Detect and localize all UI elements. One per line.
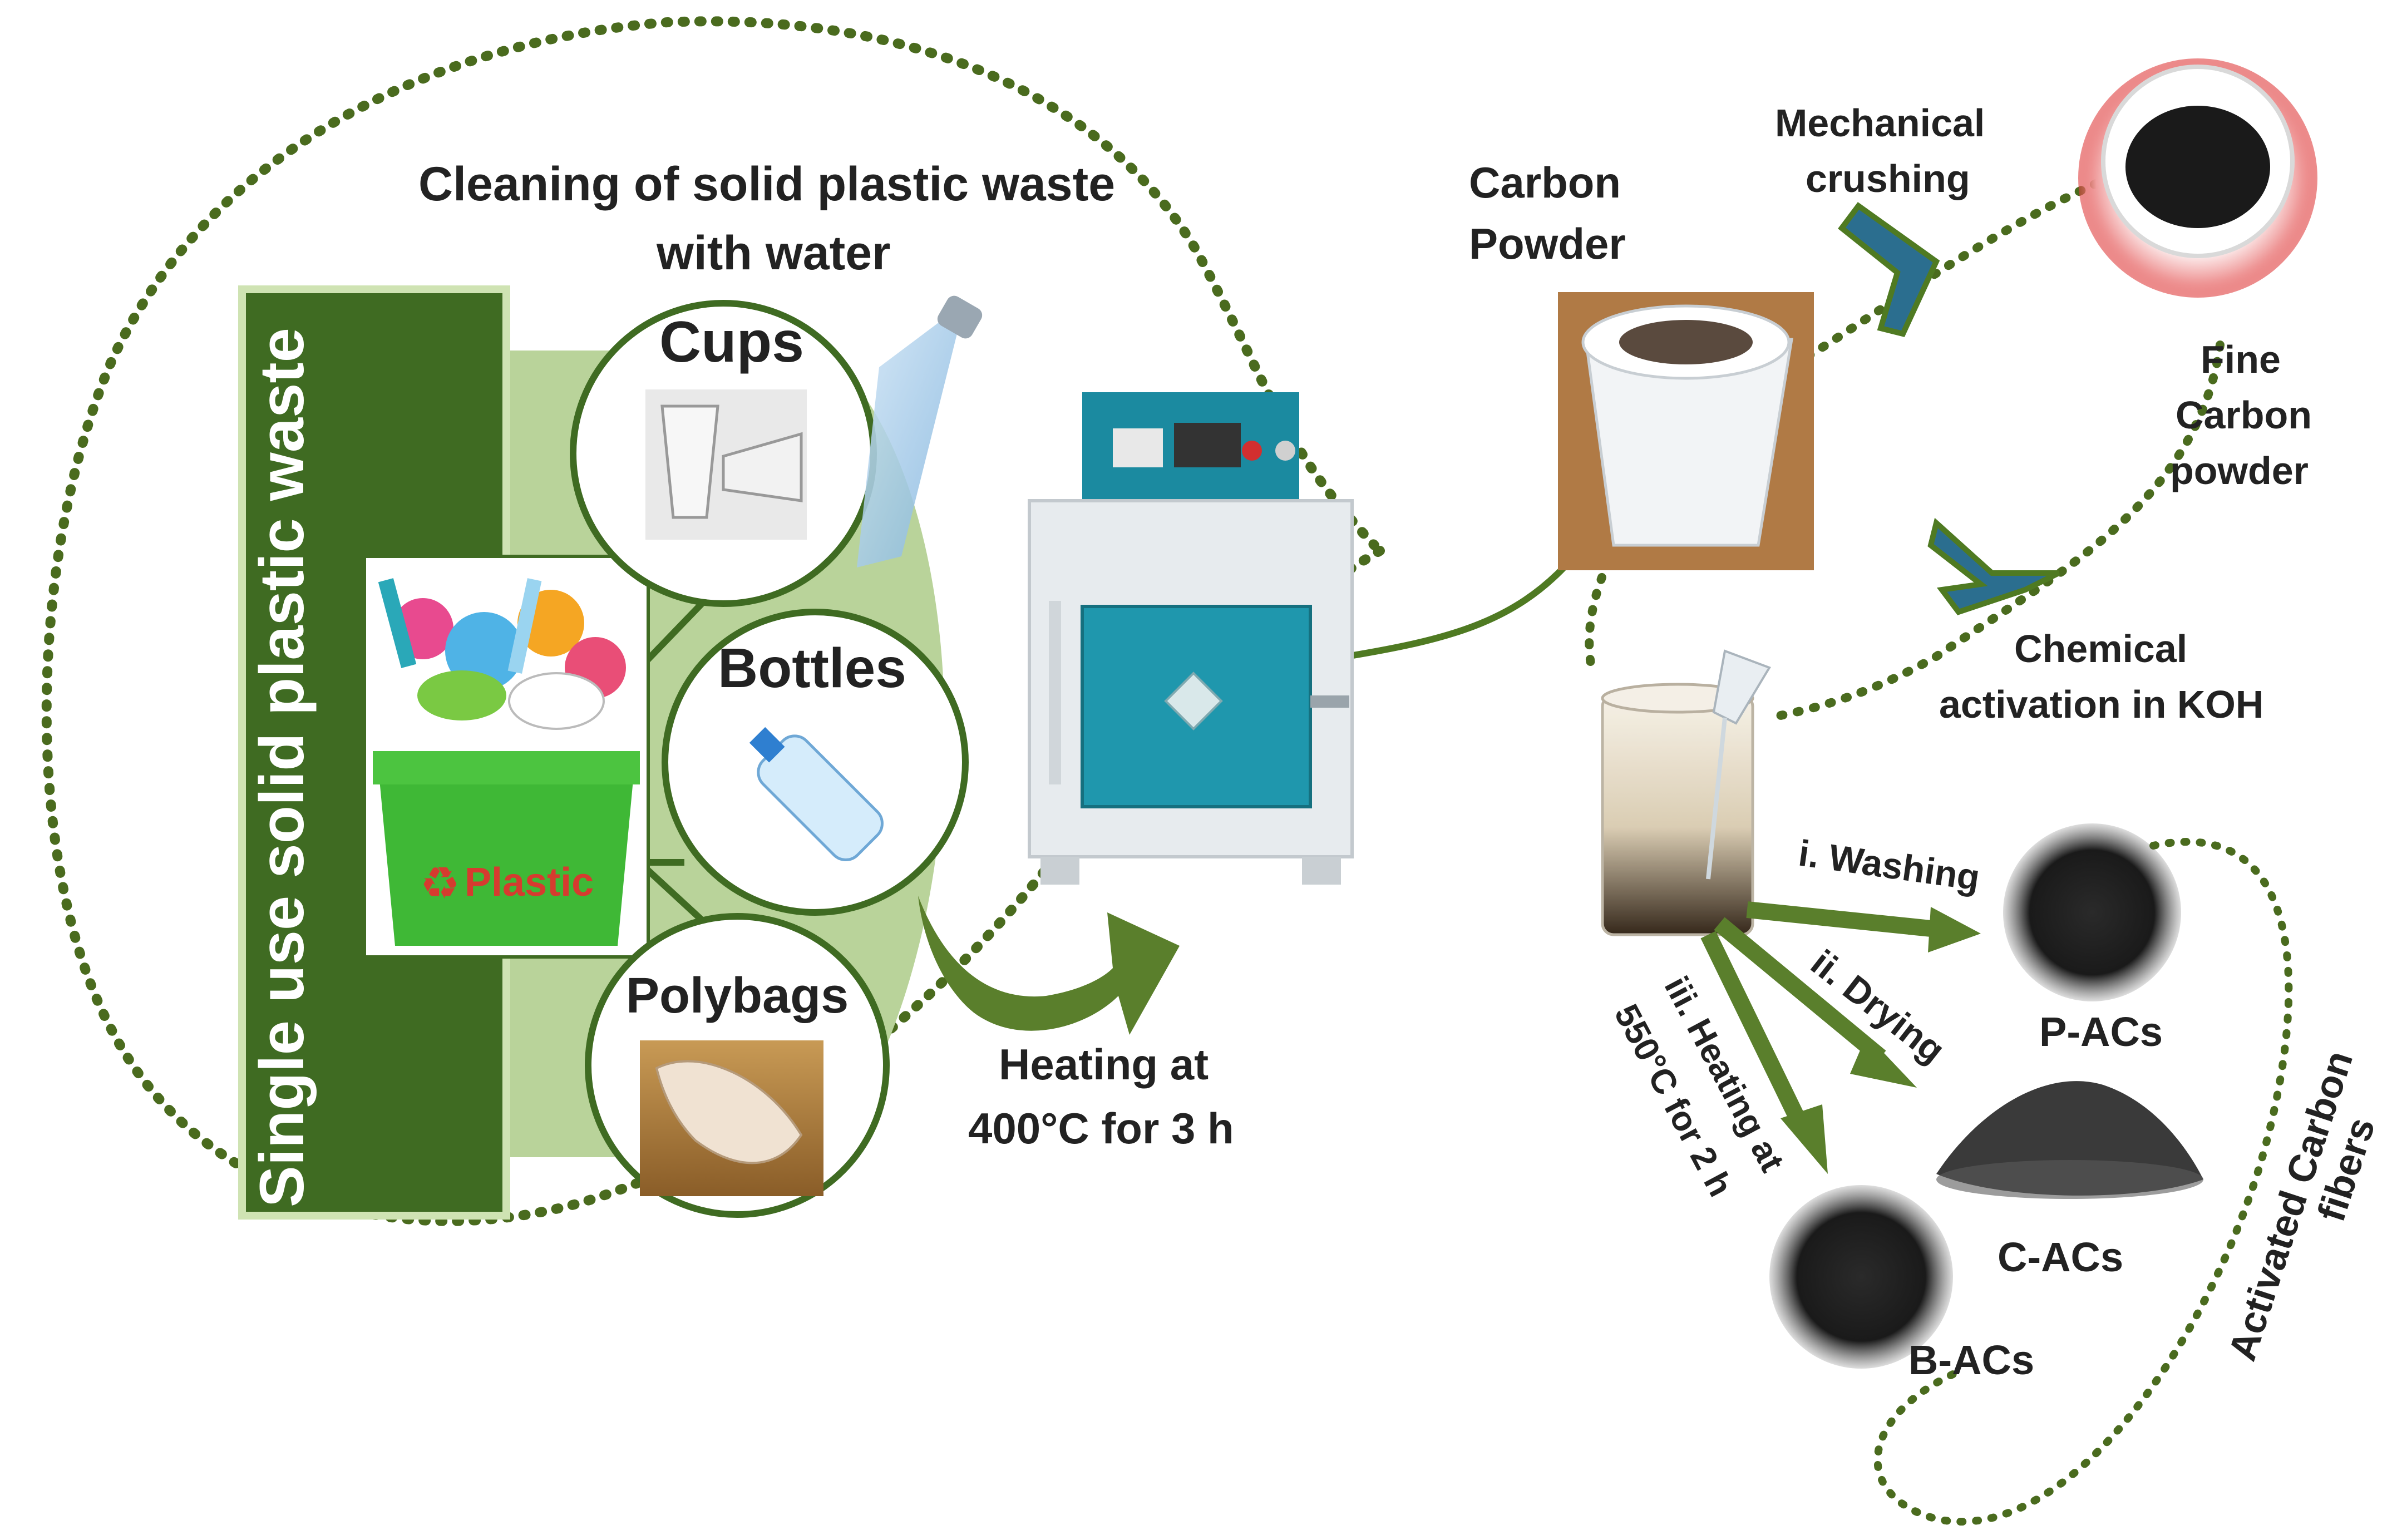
vertical-bar-label: Single use solid plastic waste <box>247 328 317 1207</box>
recycle-bin-icon: Plastic ♻ <box>363 555 650 959</box>
b-acs-label: B-ACs <box>1908 1337 2034 1383</box>
dotted-connector-bowl-beaker <box>1765 340 2225 722</box>
muffle-furnace-icon <box>1028 392 1354 885</box>
bottle-image <box>749 727 884 861</box>
mechanical-label-line1: Mechanical <box>1775 101 1985 145</box>
p-acs-label: P-ACs <box>2039 1009 2163 1055</box>
fine-label-line2: Carbon <box>2176 393 2312 437</box>
heating-curved-arrow <box>918 896 1180 1035</box>
fine-powder-bowl-icon <box>2078 58 2317 298</box>
furnace-to-crucible-line <box>1346 559 1572 660</box>
cleaning-title-line1: Cleaning of solid plastic waste <box>418 157 1115 211</box>
washing-label: i. Washing <box>1796 832 1982 899</box>
p-acs-sphere <box>2003 823 2181 1001</box>
carbon-powder-label-line2: Powder <box>1469 219 1626 268</box>
recycle-symbol-icon: ♻ <box>420 858 460 908</box>
chemical-chevron-icon <box>1927 517 2060 615</box>
c-acs-label: C-ACs <box>1998 1234 2123 1280</box>
polybags-label: Polybags <box>626 968 849 1024</box>
b-acs-sphere <box>1769 1185 1953 1369</box>
bottles-label: Bottles <box>718 637 906 699</box>
chemical-label-line2: activation in KOH <box>1939 683 2263 726</box>
water-shower-icon <box>857 295 983 567</box>
big-dotted-boundary <box>41 16 1385 1226</box>
c-acs-heap <box>1936 1081 2203 1199</box>
cups-image <box>645 389 807 540</box>
dotted-connector-crucible-bowl <box>1804 174 2113 361</box>
mechanical-chevron-icon <box>1838 202 1940 337</box>
heating-label-line2: 400°C for 3 h <box>968 1104 1234 1153</box>
washing-arrow <box>1746 901 1981 952</box>
heating-label-line1: Heating at <box>999 1040 1209 1089</box>
polybag-image <box>640 1040 823 1196</box>
mechanical-label-line2: crushing <box>1806 157 1970 200</box>
crucible-icon <box>1558 292 1814 570</box>
cleaning-title-line2: with water <box>656 226 891 280</box>
chemical-label-line1: Chemical <box>2014 627 2187 670</box>
heating2-arrow <box>1700 931 1828 1174</box>
dotted-connector-crucible-beaker <box>1585 557 1612 672</box>
fine-label-line1: Fine <box>2201 338 2281 381</box>
dotted-loop-activated-carbon <box>1873 838 2293 1526</box>
cups-label: Cups <box>659 310 804 374</box>
bin-plastic-label: Plastic <box>465 860 594 905</box>
fine-label-line3: powder <box>2170 449 2309 492</box>
carbon-powder-label-line1: Carbon <box>1469 158 1621 207</box>
drying-arrow <box>1714 917 1917 1088</box>
beaker-koh-icon <box>1601 649 1771 936</box>
